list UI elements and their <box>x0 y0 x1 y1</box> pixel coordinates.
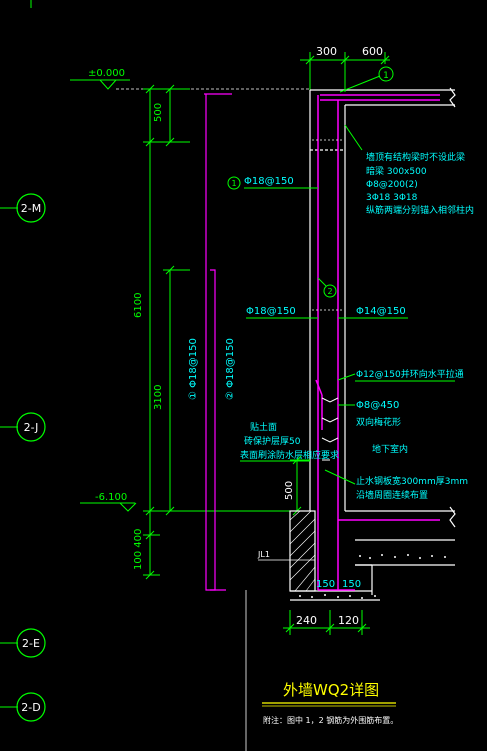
stirrup-label-text: Φ8@450 <box>356 400 399 411</box>
drawing-title-block: 外墙WQ2详图 附注：图中 1，2 钢筋为外围筋布置。 <box>262 681 398 725</box>
waterstop-line-1: 止水钢板宽300mm厚3mm <box>356 475 468 487</box>
rebar-vertical-2-label: ② Φ18@150 <box>225 338 236 400</box>
waterstop-line-2: 沿墙周圈连续布置 <box>356 489 428 501</box>
elevation-top-label: ±0.000 <box>88 68 125 79</box>
label-left-top: 1 Φ18@150 <box>227 176 318 190</box>
dim-3100: 3100 <box>153 385 164 410</box>
dim-600: 600 <box>362 45 383 58</box>
marker-2-text: 2 <box>327 287 332 296</box>
beam-note-line-4: 3Φ18 3Φ18 <box>366 193 418 203</box>
rebar-vertical-1-label: ① Φ18@150 <box>188 338 199 400</box>
rebar-marker-2: 2 <box>317 277 337 298</box>
marker-1-left: 1 <box>231 179 236 188</box>
foundation-hatch <box>289 510 316 592</box>
dim-100-400: 100 400 <box>133 529 144 570</box>
rebar-marker-1-top: 1 <box>339 66 394 93</box>
gravel-layer <box>299 554 446 599</box>
beam-note-line-2: 暗梁 300x500 <box>366 165 427 177</box>
beam-tag-text: JL1 <box>257 550 270 559</box>
beam-note-line-1: 墙顶有结构梁时不设此梁 <box>366 151 465 163</box>
elevation-bottom: -6.100 <box>80 492 137 512</box>
dim-240: 240 <box>296 614 317 627</box>
fill-note-line-3: 表面刷涂防水层相应要求 <box>240 449 339 461</box>
dim-120: 120 <box>338 614 359 627</box>
inside-basement-label: 地下室内 <box>372 443 408 455</box>
dim-500-top: 500 <box>153 103 164 122</box>
bottom-dimension <box>283 610 370 635</box>
dim-150-left: 150 <box>316 579 335 590</box>
axis-bubble-2J: 2-J <box>0 412 46 442</box>
drawing-note: 附注：图中 1，2 钢筋为外围筋布置。 <box>263 715 398 725</box>
marker-1-text: 1 <box>383 71 389 81</box>
elevation-bottom-label: -6.100 <box>95 492 127 503</box>
beam-tag: JL1 <box>257 550 315 561</box>
drawing-title: 外墙WQ2详图 <box>283 681 379 699</box>
rebar-left-top-label: Φ18@150 <box>244 176 294 187</box>
dim-150-right: 150 <box>342 579 361 590</box>
axis-bubble-2D: 2-D <box>0 692 46 722</box>
beam-note-line-3: Φ8@200(2) <box>366 180 418 190</box>
rebar-right-mid-label: Φ14@150 <box>356 306 406 317</box>
rebar-left-mid-label: Φ18@150 <box>246 306 296 317</box>
fill-note-line-1: 贴土面 <box>250 421 277 433</box>
tie-label-text: Φ12@150并环向水平拉通 <box>356 368 464 380</box>
rebar-bracket-1 <box>204 93 232 591</box>
axis-bubble-2M: 2-M <box>0 193 46 223</box>
wall-body <box>309 90 346 511</box>
label-right-mid: Φ14@150 <box>338 306 408 319</box>
beam-note-line-5: 纵筋两端分别锚入相邻柱内 <box>366 204 474 216</box>
beam-note: 墙顶有结构梁时不设此梁 暗梁 300x500 Φ8@200(2) 3Φ18 3Φ… <box>344 124 474 216</box>
fill-note-line-2: 砖保护层厚50 <box>244 435 301 447</box>
axis-label: 2-M <box>21 202 41 215</box>
waterstop: 止水钢板宽300mm厚3mm 沿墙周圈连续布置 <box>322 459 468 501</box>
axis-bubble-2E: 2-E <box>0 628 46 658</box>
dim-300: 300 <box>316 45 337 58</box>
tie-label: Φ12@150并环向水平拉通 <box>337 368 464 382</box>
dim-6100: 6100 <box>133 293 144 318</box>
elevation-top: ±0.000 <box>70 68 310 90</box>
fill-note: 贴土面 砖保护层厚50 表面刷涂防水层相应要求 <box>240 421 339 462</box>
stirrup-label: Φ8@450 双向梅花形 <box>338 400 401 428</box>
foundation <box>289 506 456 601</box>
top-slab <box>310 87 456 108</box>
vertical-dimension-chain-left <box>143 84 300 580</box>
cross-tie-marks <box>321 397 339 443</box>
axis-label: 2-D <box>21 701 40 714</box>
wall-horizontal-rebar <box>312 139 343 311</box>
label-left-mid: Φ18@150 <box>246 306 318 319</box>
stirrup-note-text: 双向梅花形 <box>356 416 401 428</box>
bottom-rebar <box>318 519 440 591</box>
top-dimension <box>300 52 390 92</box>
axis-label: 2-E <box>22 637 40 650</box>
dim-500-bottom: 500 <box>284 481 295 500</box>
wall-rebar <box>315 95 339 590</box>
top-slab-rebar <box>320 94 440 101</box>
axis-label: 2-J <box>24 421 39 434</box>
